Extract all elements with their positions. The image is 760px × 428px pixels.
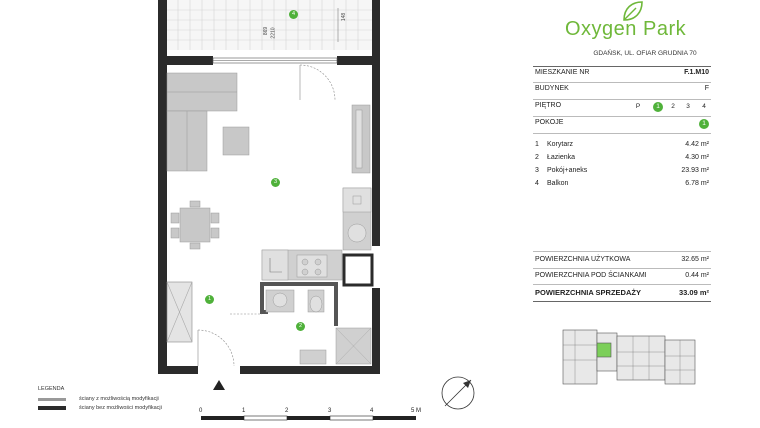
usable-area-label: POWIERZCHNIA UŻYTKOWA	[535, 256, 631, 263]
bathroom-fixtures	[265, 289, 372, 365]
dining-table	[170, 200, 220, 250]
scale-bar	[201, 415, 416, 421]
sale-area-label: POWIERZCHNIA SPRZEDAŻY	[535, 288, 641, 297]
legend-modifiable: ściany z możliwością modyfikacji	[79, 396, 159, 402]
kitchen-counter-bottom	[261, 249, 343, 281]
leaf-icon	[623, 1, 643, 21]
room-number: 3	[535, 167, 539, 174]
tv-cabinet	[351, 104, 371, 174]
room-name: Pokój+aneks	[547, 167, 588, 174]
building-row: BUDYNEK F	[533, 83, 711, 96]
balcony-door	[212, 57, 338, 101]
north-arrow-icon	[441, 376, 475, 410]
room-area: 6.78 m²	[685, 180, 709, 187]
dimension-label: 869	[263, 26, 270, 36]
dimension-label: 148	[341, 12, 348, 22]
room-marker-1: 1	[205, 295, 214, 304]
scale-label: 3	[328, 408, 332, 414]
under-walls-label: POWIERZCHNIA POD ŚCIANKAMI	[535, 272, 647, 279]
apartment-info: MIESZKANIE NR F.1.M10 BUDYNEK F PIĘTRO P…	[533, 66, 711, 306]
legend-fixed: ściany bez możliwości modyfikacji	[79, 405, 162, 411]
floor-1: 1	[653, 102, 663, 112]
usable-area-value: 32.65 m²	[681, 256, 709, 263]
usable-area-row: POWIERZCHNIA UŻYTKOWA 32.65 m²	[533, 254, 711, 267]
floor-2: 2	[671, 103, 675, 110]
exterior-walls	[158, 56, 380, 374]
legend-title: LEGENDA	[38, 386, 65, 392]
floor-p: P	[635, 103, 641, 110]
room-marker-2: 2	[296, 322, 305, 331]
scale-label: 1	[242, 408, 246, 414]
floor-3: 3	[686, 103, 690, 110]
brand-header: Oxygen Park GDAŃSK, UL. OFIAR GRUDNIA 70	[557, 1, 747, 72]
room-marker-4: 4	[289, 10, 298, 19]
brand-address: GDAŃSK, UL. OFIAR GRUDNIA 70	[593, 50, 697, 57]
apartment-number-row: MIESZKANIE NR F.1.M10	[533, 67, 711, 80]
room-name: Korytarz	[547, 141, 574, 148]
entrance-door	[197, 313, 262, 367]
sale-area-row: POWIERZCHNIA SPRZEDAŻY 33.09 m²	[533, 286, 711, 299]
legend-swatches	[38, 398, 66, 410]
apartment-number-label: MIESZKANIE NR	[535, 69, 590, 76]
scale-label: 5 M	[411, 408, 422, 414]
room-row: 4 Balkon 6.78 m²	[533, 178, 711, 191]
rooms-badge: 1	[699, 119, 709, 129]
room-area: 4.42 m²	[685, 141, 709, 148]
room-row: 3 Pokój+aneks 23.93 m²	[533, 165, 711, 178]
building-label: BUDYNEK	[535, 85, 569, 92]
rooms-row: POKOJE 1	[533, 117, 711, 130]
room-row: 2 Łazienka 4.30 m²	[533, 152, 711, 165]
balcony	[158, 0, 380, 56]
room-name: Balkon	[547, 180, 569, 187]
coffee-table	[222, 126, 250, 156]
apartment-number: F.1.M10	[684, 69, 709, 76]
room-number: 1	[535, 141, 539, 148]
room-area: 4.30 m²	[685, 154, 709, 161]
wardrobe	[166, 281, 193, 343]
key-plan	[562, 329, 696, 385]
sofa	[166, 72, 238, 172]
room-marker-3: 3	[271, 178, 280, 187]
dimension-label: 2210	[270, 27, 277, 39]
floor-row: PIĘTRO P 1 2 3 4	[533, 100, 711, 113]
building-value: F	[704, 85, 709, 92]
rooms-label: POKOJE	[535, 119, 564, 126]
room-name: Łazienka	[547, 154, 576, 161]
brand-name: Oxygen Park	[565, 18, 687, 40]
floor-label: PIĘTRO	[535, 102, 562, 109]
scale-label: 4	[370, 408, 374, 414]
scale-label: 0	[199, 408, 203, 414]
room-area: 23.93 m²	[681, 167, 709, 174]
under-walls-row: POWIERZCHNIA POD ŚCIANKAMI 0.44 m²	[533, 270, 711, 283]
room-number: 4	[535, 180, 539, 187]
kitchen-counter-right	[342, 187, 372, 251]
sale-area-value: 33.09 m²	[678, 288, 709, 297]
entrance-arrow-icon	[213, 380, 225, 390]
floor-4: 4	[702, 103, 706, 110]
room-number: 2	[535, 154, 539, 161]
room-row: 1 Korytarz 4.42 m²	[533, 139, 711, 152]
scale-label: 2	[285, 408, 289, 414]
under-walls-value: 0.44 m²	[685, 272, 709, 279]
fridge-niche	[342, 253, 374, 287]
